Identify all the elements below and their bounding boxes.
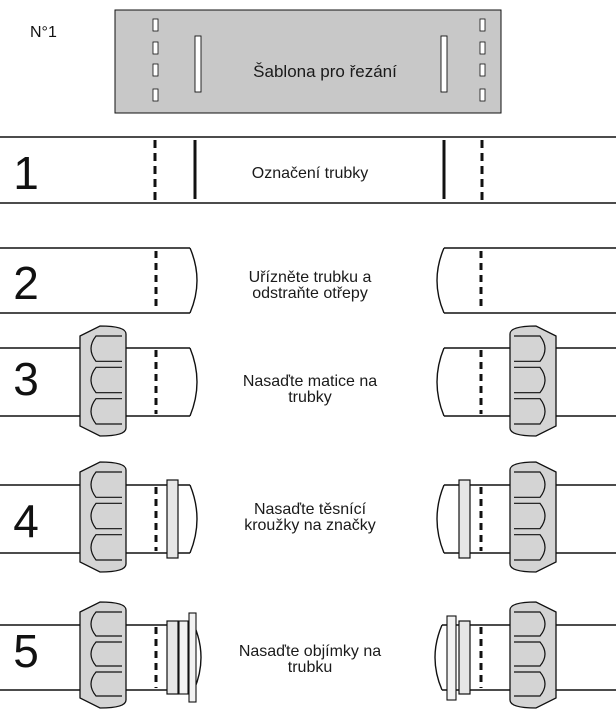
template-slot-small xyxy=(152,88,159,102)
nut-thread xyxy=(90,534,122,561)
nut-left-step5 xyxy=(79,601,127,709)
clamp-sleeve-left-collar xyxy=(188,612,197,703)
nut-thread xyxy=(90,366,122,394)
step-5-caption-line-1: Nasaďte objímky na xyxy=(238,643,382,660)
template-slot-small xyxy=(152,18,159,32)
cutting-template xyxy=(114,9,502,114)
nut-thread xyxy=(514,611,546,637)
template-slot-small xyxy=(479,41,486,55)
nut-thread xyxy=(514,641,546,667)
nut-right-step5 xyxy=(509,601,557,709)
template-slot-small xyxy=(152,41,159,55)
nut-right-step3 xyxy=(509,325,557,437)
template-slot-small xyxy=(479,18,486,32)
step-4-caption-line-1: Nasaďte těsnící xyxy=(253,501,367,518)
nut-thread xyxy=(90,335,122,362)
step-number-3: 3 xyxy=(13,353,39,405)
nut-thread xyxy=(90,641,122,667)
nut-thread xyxy=(514,398,546,425)
step-3-caption-line-2: trubky xyxy=(288,389,332,406)
template-slot-small xyxy=(152,63,159,77)
nut-thread xyxy=(90,471,122,498)
cut-pipe-left-end xyxy=(189,247,198,314)
nut-right-step4 xyxy=(509,461,557,573)
step-5-caption-line-2: trubku xyxy=(287,659,333,676)
sealing-ring-left xyxy=(166,479,179,559)
nut-thread xyxy=(514,366,546,394)
nut-thread xyxy=(514,335,546,362)
step-1-caption-line-1: Označení trubky xyxy=(251,165,369,182)
nut-thread xyxy=(514,502,546,530)
cut-pipe-right-end xyxy=(436,247,445,314)
sealing-ring-left xyxy=(166,620,179,695)
pipe-right-step4-end xyxy=(436,484,445,554)
clamp-sleeve-left xyxy=(178,620,189,695)
nut-thread xyxy=(90,398,122,425)
template-label: Šablona pro řezání xyxy=(253,62,397,81)
nut-left-step4 xyxy=(79,461,127,573)
step-3-caption-line-1: Nasaďte matice na xyxy=(242,373,378,390)
nut-thread xyxy=(514,671,546,697)
clamp-sleeve-right xyxy=(446,615,457,701)
template-slot-small xyxy=(479,63,486,77)
nut-thread xyxy=(514,471,546,498)
sealing-ring-right xyxy=(458,620,471,695)
step-number-2: 2 xyxy=(13,257,39,309)
figure-label: N°1 xyxy=(30,24,57,41)
template-slot-small xyxy=(479,88,486,102)
step-2-caption-line-2: odstraňte otřepy xyxy=(252,285,368,302)
template-slot-long xyxy=(440,35,448,93)
step-number-4: 4 xyxy=(13,495,39,547)
pipe-right-step3-end xyxy=(436,347,445,417)
pipe-left-step3-end xyxy=(189,347,198,417)
nut-thread xyxy=(90,611,122,637)
nut-thread xyxy=(90,671,122,697)
step-number-5: 5 xyxy=(13,625,39,677)
step-2-caption-line-1: Uřízněte trubku a xyxy=(248,269,372,286)
pipe-right-step5-end xyxy=(434,624,443,691)
pipe-left-step4-end xyxy=(189,484,198,554)
nut-thread xyxy=(90,502,122,530)
sealing-ring-right xyxy=(458,479,471,559)
step-4-caption-line-2: kroužky na značky xyxy=(244,517,376,534)
step-number-1: 1 xyxy=(13,147,39,199)
template-slot-long xyxy=(194,35,202,93)
nut-thread xyxy=(514,534,546,561)
nut-left-step3 xyxy=(79,325,127,437)
